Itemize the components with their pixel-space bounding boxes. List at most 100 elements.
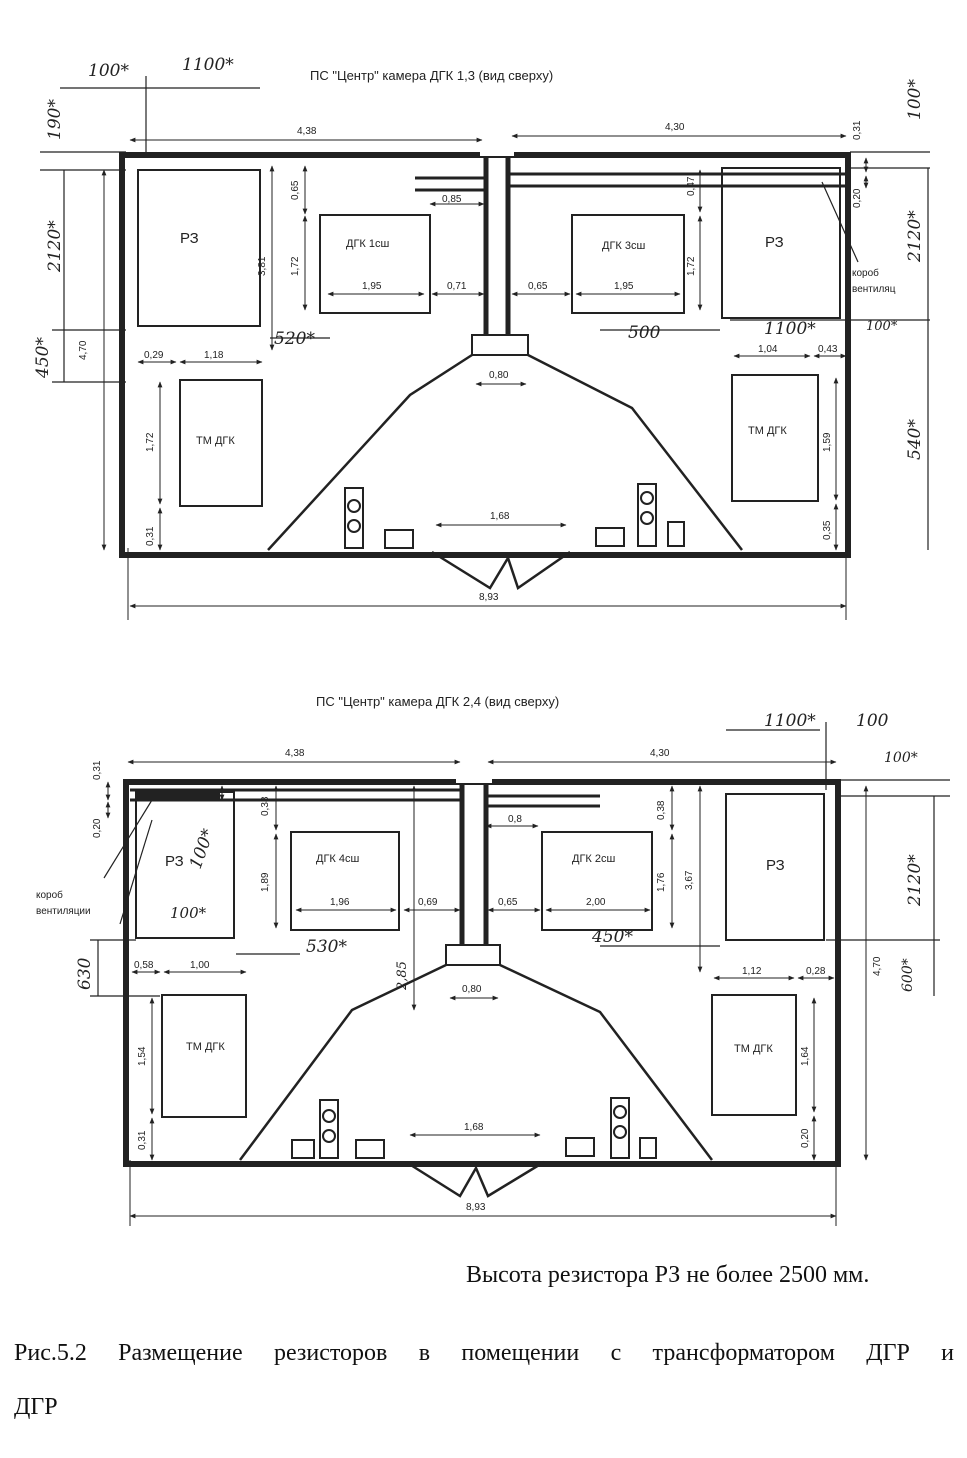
top-cable-trench bbox=[267, 353, 743, 590]
bottom-dimension-texts: 4,38 4,30 8,93 4,70 0,31 0,20 0,38 1,89 … bbox=[92, 748, 883, 1213]
svg-text:2120*: 2120* bbox=[45, 220, 65, 273]
svg-text:1,00: 1,00 bbox=[190, 960, 210, 971]
svg-text:2,85: 2,85 bbox=[395, 961, 410, 991]
svg-text:450*: 450* bbox=[33, 337, 53, 379]
svg-text:2120*: 2120* bbox=[905, 210, 925, 263]
svg-text:1,72: 1,72 bbox=[686, 256, 697, 276]
top-walls bbox=[119, 148, 851, 558]
svg-text:450*: 450* bbox=[591, 927, 633, 947]
svg-text:0,71: 0,71 bbox=[447, 281, 467, 292]
svg-text:2,00: 2,00 bbox=[586, 897, 606, 908]
top-dgk-right bbox=[571, 214, 685, 314]
bottom-handwritten-dims: 1100* 100 100* 100* 100* 2120* 630 530* … bbox=[75, 711, 925, 992]
svg-text:1,68: 1,68 bbox=[464, 1122, 484, 1133]
svg-text:0,80: 0,80 bbox=[489, 370, 509, 381]
svg-text:0,20: 0,20 bbox=[800, 1128, 811, 1148]
top-rz-right-label: РЗ bbox=[765, 234, 784, 251]
bottom-dgk-right-label: ДГК 2сш bbox=[572, 853, 615, 865]
top-plan-title: ПС "Центр" камера ДГК 1,3 (вид сверху) bbox=[310, 68, 553, 83]
svg-text:1,72: 1,72 bbox=[145, 432, 156, 452]
bottom-dgk-left-label: ДГК 4сш bbox=[316, 853, 359, 865]
bottom-equipment bbox=[135, 791, 825, 1159]
svg-text:100: 100 bbox=[856, 711, 889, 731]
svg-text:3,67: 3,67 bbox=[684, 870, 695, 890]
svg-text:520*: 520* bbox=[274, 329, 315, 349]
svg-text:4,70: 4,70 bbox=[78, 340, 89, 360]
svg-text:8,93: 8,93 bbox=[466, 1202, 486, 1213]
svg-text:100*: 100* bbox=[170, 904, 207, 922]
bottom-rz-right-label: РЗ bbox=[766, 857, 785, 874]
svg-text:1,18: 1,18 bbox=[204, 350, 224, 361]
top-handwritten-dims: 100* 1100* 190* 2120* 450* 520* 500 1100… bbox=[33, 55, 925, 460]
top-dimension-texts: 4,38 4,30 8,93 4,70 0,65 1,72 3,81 1,95 … bbox=[78, 120, 863, 603]
svg-text:0,58: 0,58 bbox=[134, 960, 154, 971]
bottom-ventil-label: вентиляции bbox=[36, 906, 91, 917]
svg-text:530*: 530* bbox=[306, 937, 347, 957]
bottom-labels: РЗ РЗ ДГК 4сш ДГК 2сш ТМ ДГК ТМ ДГК коро… bbox=[36, 853, 785, 1055]
bottom-rz-left-label: РЗ bbox=[165, 853, 184, 870]
top-labels: РЗ РЗ ДГК 1сш ДГК 3сш ТМ ДГК ТМ ДГК коро… bbox=[180, 230, 896, 447]
svg-text:0,65: 0,65 bbox=[498, 897, 518, 908]
svg-text:1,54: 1,54 bbox=[137, 1046, 148, 1066]
svg-text:0,31: 0,31 bbox=[852, 120, 863, 140]
svg-text:1,96: 1,96 bbox=[330, 897, 350, 908]
svg-text:0,20: 0,20 bbox=[852, 188, 863, 208]
svg-text:1,64: 1,64 bbox=[800, 1046, 811, 1066]
svg-text:500: 500 bbox=[628, 323, 661, 343]
svg-text:1100*: 1100* bbox=[764, 319, 816, 339]
bottom-dgk-right bbox=[541, 831, 653, 931]
svg-text:100*: 100* bbox=[884, 750, 918, 766]
svg-text:0,31: 0,31 bbox=[92, 760, 103, 780]
svg-text:4,30: 4,30 bbox=[665, 122, 685, 133]
svg-text:1100*: 1100* bbox=[764, 711, 816, 731]
top-ventil-label: вентиляц bbox=[852, 284, 896, 295]
svg-text:190*: 190* bbox=[45, 99, 65, 140]
svg-text:0,35: 0,35 bbox=[822, 520, 833, 540]
svg-text:0,28: 0,28 bbox=[806, 966, 826, 977]
top-hand-lines bbox=[40, 76, 930, 550]
svg-text:1,76: 1,76 bbox=[656, 872, 667, 892]
svg-text:3,81: 3,81 bbox=[257, 256, 268, 276]
svg-text:4,38: 4,38 bbox=[285, 748, 305, 759]
svg-text:1,95: 1,95 bbox=[362, 281, 382, 292]
svg-text:4,70: 4,70 bbox=[872, 956, 883, 976]
bottom-rz-left bbox=[135, 791, 235, 939]
bottom-hand-lines bbox=[90, 722, 950, 997]
top-rz-left bbox=[137, 169, 261, 327]
top-tm-left bbox=[179, 379, 263, 507]
svg-text:0,80: 0,80 bbox=[462, 984, 482, 995]
svg-text:1,68: 1,68 bbox=[490, 511, 510, 522]
figure-caption-line1: Рис.5.2 Размещение резисторов в помещени… bbox=[14, 1340, 954, 1366]
svg-text:0,38: 0,38 bbox=[260, 796, 271, 816]
svg-text:0,8: 0,8 bbox=[508, 814, 522, 825]
svg-text:1,72: 1,72 bbox=[290, 256, 301, 276]
svg-text:0,65: 0,65 bbox=[290, 180, 301, 200]
svg-text:0,47: 0,47 bbox=[686, 176, 697, 196]
bottom-dgk-left bbox=[290, 831, 400, 931]
top-korob-label: короб bbox=[852, 267, 879, 279]
bottom-tm-left-label: ТМ ДГК bbox=[186, 1041, 225, 1053]
svg-text:1,95: 1,95 bbox=[614, 281, 634, 292]
svg-text:1100*: 1100* bbox=[182, 55, 234, 75]
top-equipment bbox=[137, 167, 841, 549]
svg-text:100*: 100* bbox=[866, 319, 898, 334]
svg-text:0,43: 0,43 bbox=[818, 344, 838, 355]
svg-text:600*: 600* bbox=[900, 958, 916, 992]
svg-text:540*: 540* bbox=[905, 419, 925, 460]
svg-text:100*: 100* bbox=[186, 826, 219, 872]
svg-text:0,31: 0,31 bbox=[137, 1130, 148, 1150]
bottom-plan: ПС "Центр" камера ДГК 2,4 (вид сверху) bbox=[36, 694, 950, 1226]
svg-text:0,85: 0,85 bbox=[442, 194, 462, 205]
bottom-tm-left bbox=[161, 994, 247, 1118]
top-dimension-lines bbox=[101, 133, 869, 620]
svg-text:2120*: 2120* bbox=[905, 854, 925, 907]
svg-text:0,20: 0,20 bbox=[92, 818, 103, 838]
bottom-korob-label: короб bbox=[36, 889, 63, 901]
bottom-rz-right bbox=[725, 793, 825, 941]
top-tm-left-label: ТМ ДГК bbox=[196, 435, 235, 447]
svg-text:4,30: 4,30 bbox=[650, 748, 670, 759]
top-tm-right bbox=[731, 374, 819, 502]
svg-text:1,12: 1,12 bbox=[742, 966, 762, 977]
top-dgk-right-label: ДГК 3сш bbox=[602, 240, 645, 252]
